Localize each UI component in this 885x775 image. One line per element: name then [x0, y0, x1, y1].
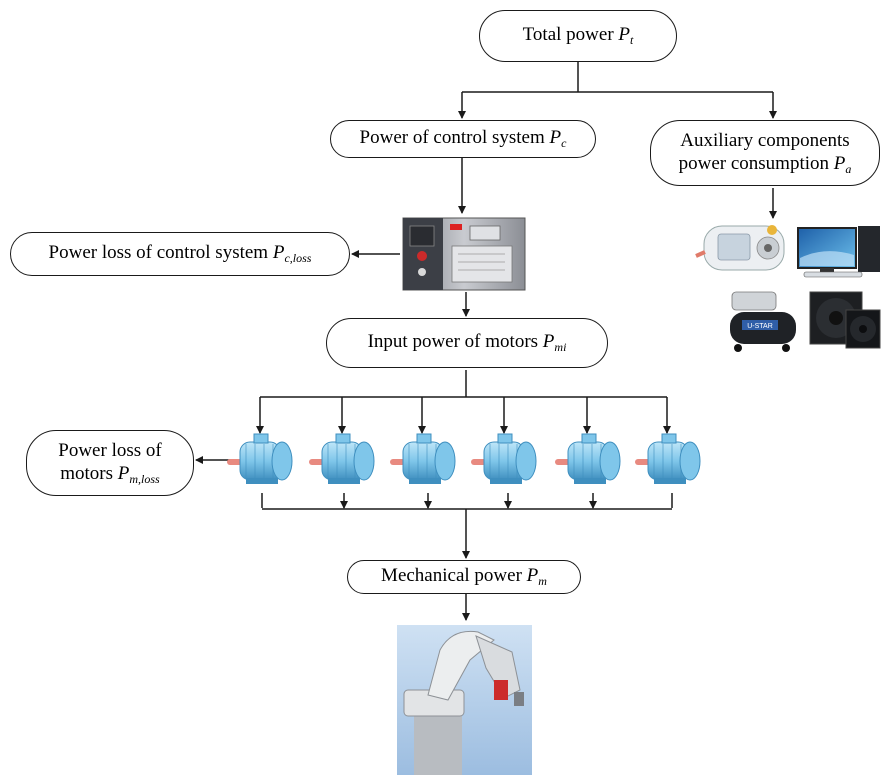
robot-arm-image — [397, 625, 532, 775]
motor-icon-1 — [227, 433, 293, 484]
control-system-loss-symbol: P — [272, 242, 285, 264]
connectors — [195, 62, 777, 621]
motor-input-power-label: Input power of motors — [367, 331, 543, 353]
controller-cabinet-image — [402, 217, 526, 291]
total-power-symbol: P — [618, 24, 631, 46]
motor-loss-line1: Power loss of — [58, 439, 162, 461]
mechanical-power-node: Mechanical power Pm — [347, 560, 581, 594]
total-power-node: Total power Pt — [479, 10, 677, 62]
control-system-power-label: Power of control system — [359, 127, 550, 149]
air-compressor-image: U-STAR — [730, 291, 796, 352]
mechanical-power-subscript: m — [538, 574, 547, 589]
mechanical-power-label: Mechanical power — [381, 565, 527, 587]
motor-input-power-node: Input power of motors Pmi — [326, 318, 608, 368]
control-system-power-node: Power of control system Pc — [330, 120, 596, 158]
teach-pendant-image — [695, 225, 785, 271]
motor-loss-symbol: P — [117, 462, 130, 484]
motor-loss-subscript: m,loss — [129, 471, 160, 486]
total-power-label: Total power — [522, 24, 619, 46]
mechanical-power-symbol: P — [526, 565, 539, 587]
motor-icon-2 — [309, 433, 375, 484]
motor-input-power-subscript: mi — [554, 340, 567, 355]
motor-icon-5 — [555, 433, 621, 484]
auxiliary-power-node: Auxiliary components power consumption P… — [650, 120, 880, 186]
motor-icon-3 — [390, 433, 456, 484]
control-system-loss-subscript: c,loss — [284, 251, 312, 266]
auxiliary-power-line2: power consumption — [678, 152, 834, 174]
motor-loss-node: Power loss of motors Pm,loss — [26, 430, 194, 496]
total-power-subscript: t — [630, 33, 634, 48]
auxiliary-power-subscript: a — [845, 161, 852, 176]
compressor-brand-text: U-STAR — [747, 323, 773, 330]
control-system-loss-label: Power loss of control system — [48, 242, 273, 264]
computer-image — [797, 226, 880, 278]
auxiliary-power-line1: Auxiliary components — [680, 129, 850, 151]
control-system-power-symbol: P — [549, 127, 562, 149]
motor-icon-4 — [471, 433, 537, 484]
cooling-fans-image — [809, 291, 881, 349]
control-system-loss-node: Power loss of control system Pc,loss — [10, 232, 350, 276]
motor-icon-6 — [635, 433, 701, 484]
motor-input-power-symbol: P — [542, 331, 555, 353]
auxiliary-power-symbol: P — [833, 152, 846, 174]
motor-loss-line2: motors — [60, 462, 118, 484]
control-system-power-subscript: c — [561, 136, 567, 151]
motors-row — [227, 433, 701, 484]
